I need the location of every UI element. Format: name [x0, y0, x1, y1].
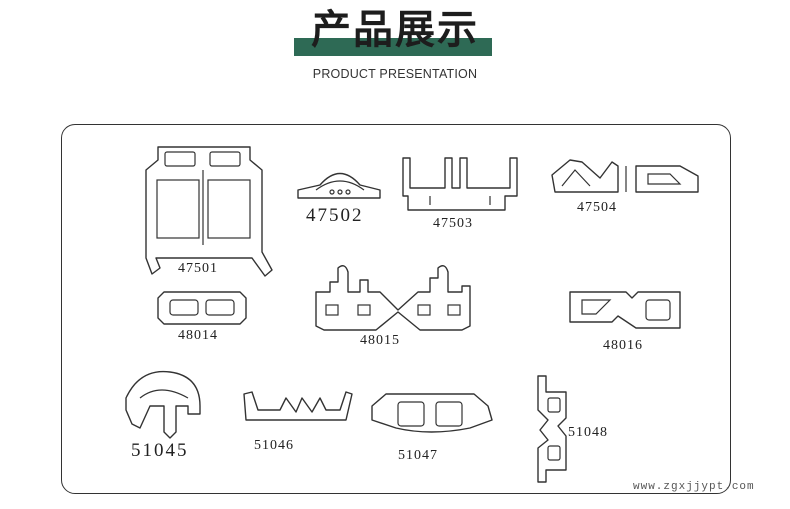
product-code: 51047 — [398, 448, 438, 463]
profile-51045 — [125, 370, 201, 439]
page-subtitle: PRODUCT PRESENTATION — [312, 67, 478, 81]
profile-47501 — [145, 146, 273, 277]
profile-47502 — [297, 172, 381, 199]
header: 产品展示 PRODUCT PRESENTATION — [0, 0, 790, 90]
profile-48016 — [569, 291, 681, 329]
product-code: 48016 — [603, 338, 643, 353]
profile-48014 — [157, 291, 247, 325]
profile-48015 — [315, 265, 471, 331]
profile-47503 — [402, 157, 518, 211]
product-code: 47501 — [178, 261, 218, 276]
product-code: 51045 — [131, 440, 189, 461]
product-code: 47503 — [433, 216, 473, 231]
profile-51046 — [243, 391, 353, 421]
page-title: 产品展示 — [311, 7, 479, 53]
product-code: 47502 — [306, 205, 364, 226]
product-code: 51048 — [568, 425, 608, 440]
watermark: www.zgxjjypt.com — [633, 481, 755, 493]
profile-51047 — [371, 393, 493, 433]
product-code: 47504 — [577, 200, 617, 215]
profile-51048 — [537, 375, 567, 483]
profile-47504 — [551, 159, 699, 193]
product-code: 51046 — [254, 438, 294, 453]
product-code: 48015 — [360, 333, 400, 348]
product-code: 48014 — [178, 328, 218, 343]
title-accent-bar — [294, 38, 492, 56]
